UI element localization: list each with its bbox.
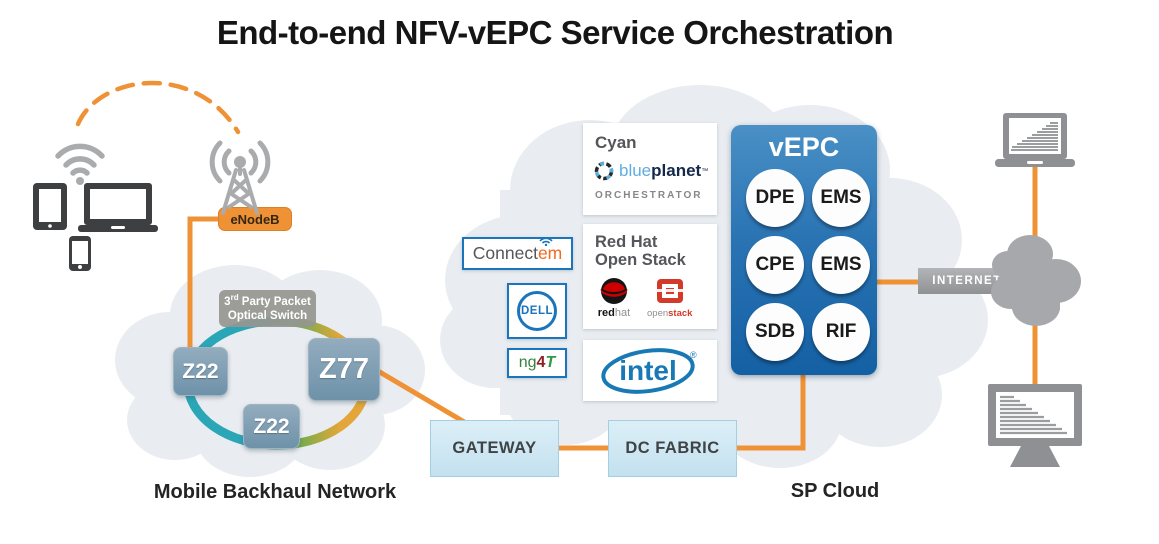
sp-cloud-caption: SP Cloud [790, 480, 880, 502]
node-z22-left: Z22 [173, 347, 228, 396]
dc-fabric-box: DC FABRIC [608, 420, 737, 477]
internet-label: INTERNET [918, 268, 1016, 294]
backhaul-caption: Mobile Backhaul Network [153, 481, 397, 503]
connector-dcfabric-vepc [737, 373, 806, 451]
intel-wordmark: intel [619, 355, 677, 386]
orchestrator-role-label: ORCHESTRATOR [595, 190, 703, 201]
ng4t-arrow-icon: T [545, 354, 556, 371]
vepc-module-dpe: DPE [746, 169, 804, 227]
redhat-logo [600, 277, 628, 304]
page-title: End-to-end NFV-vEPC Service Orchestratio… [216, 14, 894, 51]
vepc-module-sdb: SDB [746, 303, 804, 361]
orange-connectors [187, 163, 1038, 451]
optical-switch-label: 3rd Party Packet Optical Switch [219, 290, 316, 327]
openstack-logo [654, 278, 685, 303]
switch-line2: Optical Switch [227, 310, 308, 323]
connectem-wifi-icon [539, 237, 553, 246]
switch-line1: 3rd Party Packet [224, 293, 311, 309]
redhat-openstack-box: Red Hat Open Stack redhat [583, 224, 717, 329]
redhat-title-line1: Red Hat [595, 233, 658, 251]
enodeb-label: eNodeB [218, 207, 292, 231]
vepc-module-rif: RIF [812, 303, 870, 361]
node-z22-bottom: Z22 [243, 404, 300, 449]
cyan-vendor-name: Cyan [595, 133, 637, 152]
vepc-box: vEPC DPE EMS CPE EMS SDB RIF [731, 125, 877, 375]
redhat-title-line2: Open Stack [595, 251, 686, 270]
vepc-module-ems1: EMS [812, 169, 870, 227]
intel-box: intel ® [583, 340, 717, 401]
vepc-module-ems2: EMS [812, 236, 870, 294]
ng4t-word-ng: ng [518, 354, 537, 371]
redhat-word-red: red [597, 306, 615, 319]
redhat-word-hat: hat [614, 306, 631, 319]
openstack-word-open: open [647, 307, 669, 319]
ng4t-word-4: 4 [536, 354, 546, 371]
dell-box: DELL [507, 283, 567, 339]
gateway-box: GATEWAY [430, 420, 559, 477]
blueplanet-trademark: ™ [701, 167, 709, 175]
intel-logo: intel ® [601, 347, 697, 394]
blueplanet-word-planet: planet [651, 161, 702, 180]
openstack-word-stack: stack [668, 307, 693, 319]
blueplanet-logo [594, 161, 614, 181]
blueplanet-word-blue: blue [619, 161, 652, 180]
wireless-link-dashed [75, 80, 241, 135]
vepc-module-cpe: CPE [746, 236, 804, 294]
connectem-word-em: em [537, 243, 563, 263]
node-z77: Z77 [308, 338, 380, 401]
intel-registered-mark: ® [690, 350, 697, 360]
connector-z77-gateway [376, 368, 468, 426]
connector-enodeb-z22 [187, 216, 222, 350]
connectem-word-connect: Connect [472, 243, 538, 263]
dell-logo: DELL [517, 291, 557, 331]
vepc-title: vEPC [768, 132, 840, 162]
